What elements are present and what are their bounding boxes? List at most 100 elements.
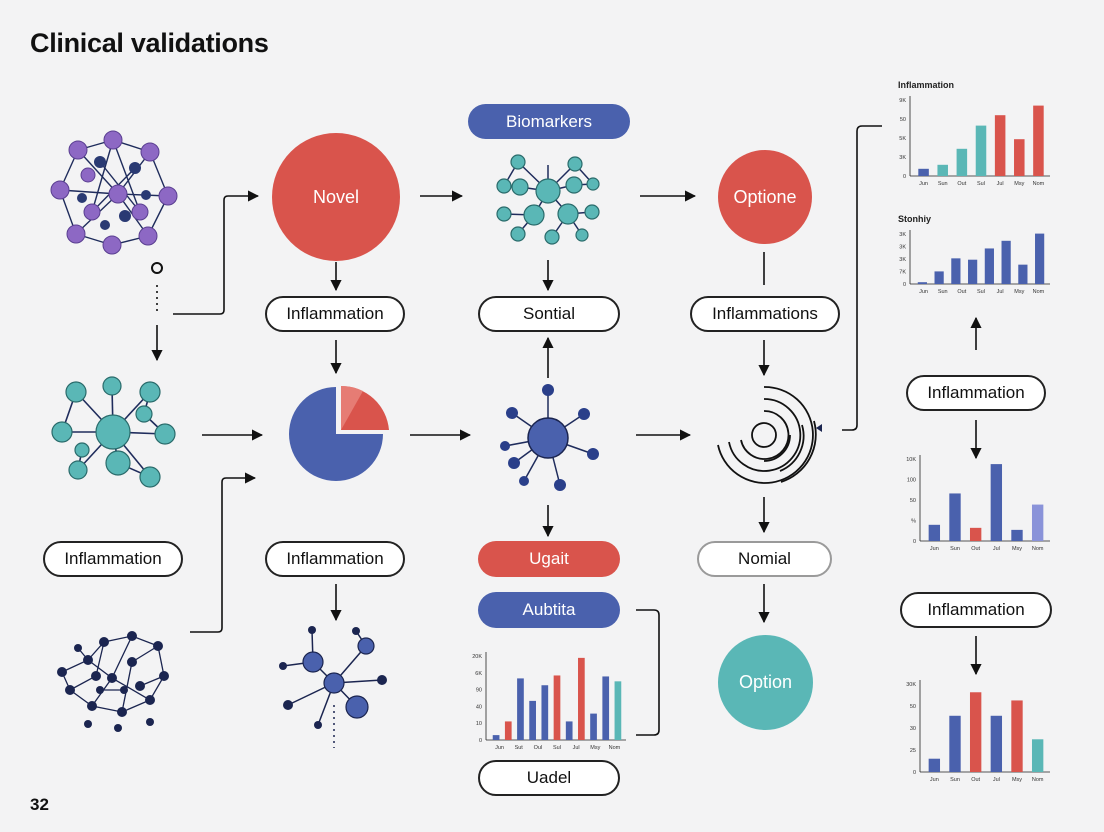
y-tick-label: 100 <box>907 478 916 484</box>
page-number: 32 <box>30 795 49 814</box>
sontial-pill[interactable]: Sontial <box>478 296 620 332</box>
y-tick-label: 9K <box>899 98 906 104</box>
x-tick-label: Msy <box>1012 777 1022 783</box>
inflammations-pill[interactable]: Inflammations <box>690 296 840 332</box>
x-tick-label: Msy <box>1014 181 1024 187</box>
bar <box>990 464 1003 541</box>
bar <box>949 715 961 772</box>
x-tick-label: Sun <box>950 777 960 783</box>
inflammation-pill-col2-bottom[interactable]: Inflammation <box>265 541 405 577</box>
bar <box>1014 139 1025 176</box>
inflammation-pill-col5-bottom[interactable]: Inflammation <box>900 592 1052 628</box>
y-tick-label: % <box>911 519 916 525</box>
bar <box>1035 233 1045 284</box>
purple-molecule-icon <box>50 130 178 255</box>
biomarkers-pill[interactable]: Biomarkers <box>468 104 630 139</box>
x-tick-label: Out <box>957 181 966 187</box>
x-tick-label: Nom <box>1032 777 1044 783</box>
y-tick-label: 20K <box>472 654 482 660</box>
bar <box>541 685 549 740</box>
bar <box>917 282 927 284</box>
bar <box>968 259 978 284</box>
ugait-pill[interactable]: Ugait <box>478 541 620 577</box>
uadel-pill[interactable]: Uadel <box>478 760 620 796</box>
bar <box>951 258 961 284</box>
x-tick-label: Jun <box>930 777 939 783</box>
bar <box>565 721 573 740</box>
optione-label: Optione <box>733 186 797 207</box>
y-tick-label: 50 <box>900 117 906 123</box>
y-tick-label: 3K <box>899 257 906 263</box>
y-tick-label: 0 <box>913 770 916 776</box>
bar <box>517 678 524 740</box>
bar <box>969 692 982 772</box>
aubtita-pill[interactable]: Aubtita <box>478 592 620 628</box>
x-tick-label: Oul <box>534 745 543 751</box>
y-tick-label: 3K <box>899 245 906 251</box>
bracket-spiral-to-chart <box>842 125 882 431</box>
chart-title: Stonhiy <box>898 214 931 224</box>
inflammation-pill-col2-top[interactable]: Inflammation <box>265 296 405 332</box>
x-tick-label: Sun <box>938 289 948 295</box>
x-tick-label: Sul <box>977 289 985 295</box>
bar <box>984 248 994 284</box>
pin-network-icon <box>279 626 387 748</box>
y-tick-label: 25 <box>910 748 916 754</box>
option-node[interactable]: Option <box>718 635 813 730</box>
x-tick-label: Jul <box>573 745 580 751</box>
option-label: Option <box>738 672 793 692</box>
x-tick-label: Nom <box>609 745 621 751</box>
bar <box>994 115 1006 176</box>
bar <box>928 758 941 772</box>
bar <box>1018 264 1028 284</box>
spiral-icon <box>717 386 822 484</box>
x-tick-label: Jun <box>919 289 928 295</box>
bar <box>918 168 929 176</box>
x-tick-label: Out <box>971 546 980 552</box>
x-tick-label: Jun <box>495 745 504 751</box>
bracket-aubtita <box>636 609 660 736</box>
bar <box>1031 504 1044 541</box>
bar <box>590 713 597 740</box>
y-tick-label: 0 <box>903 174 906 180</box>
inflammation-pill-col1[interactable]: Inflammation <box>43 541 183 577</box>
bar <box>614 681 622 740</box>
x-tick-label: Out <box>957 289 966 295</box>
y-tick-label: 5K <box>899 136 906 142</box>
bar <box>492 735 500 740</box>
bar <box>937 164 948 176</box>
bar <box>928 524 941 541</box>
y-tick-label: 3K <box>899 155 906 161</box>
teal-network-icon <box>51 376 176 488</box>
x-tick-label: Sut <box>515 745 524 751</box>
y-tick-label: 50 <box>910 498 916 504</box>
x-tick-label: Jul <box>993 777 1000 783</box>
y-tick-label: 6K <box>475 671 482 677</box>
bar <box>1031 739 1044 772</box>
bar <box>1011 700 1023 772</box>
x-tick-label: Sun <box>950 546 960 552</box>
y-tick-label: 40 <box>476 704 482 710</box>
navy-network-icon <box>57 631 169 732</box>
arrow-bottom-to-pie <box>190 472 257 633</box>
y-tick-label: 0 <box>479 738 482 744</box>
optione-node[interactable]: Optione <box>718 150 812 244</box>
small-ring-icon <box>151 262 163 274</box>
x-tick-label: Nom <box>1032 546 1044 552</box>
bar <box>949 493 961 541</box>
bar <box>504 721 512 740</box>
novel-node[interactable]: Novel <box>272 133 400 261</box>
bar <box>553 675 561 740</box>
nomial-pill[interactable]: Nomial <box>697 541 832 577</box>
connectors <box>151 125 982 736</box>
bar <box>1033 105 1044 176</box>
inflammation-pill-col5-mid[interactable]: Inflammation <box>906 375 1046 411</box>
y-tick-label: 50 <box>910 704 916 710</box>
y-tick-label: 30K <box>906 682 916 688</box>
